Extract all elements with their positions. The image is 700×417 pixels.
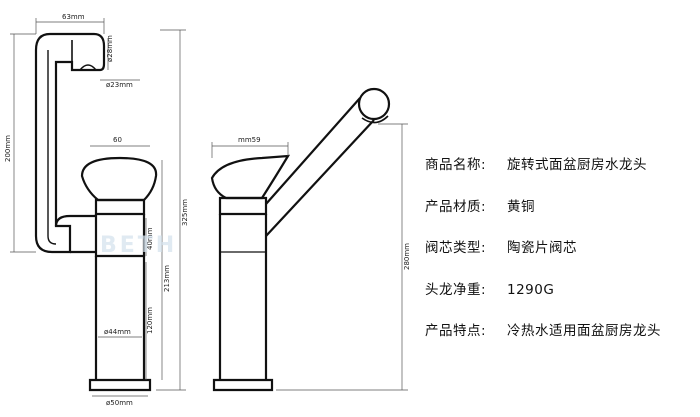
spout-inner-line [47, 50, 57, 245]
watermark: BETH [100, 233, 177, 258]
dim-overall-height: 325mm [181, 199, 189, 226]
spec-row-weight: 头龙净重: 1290G [425, 278, 554, 298]
dim-spout-length: 63mm [62, 13, 85, 21]
spec-row-name: 商品名称: 旋转式面盆厨房水龙头 [425, 153, 647, 173]
dim-handle-width: 60 [113, 136, 122, 144]
body-upper [94, 214, 146, 258]
handle-outline [80, 156, 158, 202]
dim-base-diameter: ø50mm [106, 399, 133, 407]
spec-value: 1290G [507, 282, 555, 298]
dim-handle-height: 40mm [146, 227, 154, 250]
dim-pipe-diameter: ø23mm [106, 81, 133, 89]
spec-row-feature: 产品特点: 冷热水适用面盆厨房龙头 [425, 319, 661, 339]
dim-body-height: 213mm [163, 265, 171, 292]
spec-row-valve: 阀芯类型: 陶瓷片阀芯 [425, 236, 577, 256]
spec-label: 产品材质: [425, 199, 487, 215]
spout-outline [34, 32, 106, 254]
side-base [212, 378, 274, 392]
side-spout-tip [361, 115, 389, 124]
spec-label: 产品特点: [425, 323, 487, 339]
base [88, 378, 152, 392]
dim-total-height-left: 200mm [4, 135, 12, 162]
spec-value: 冷热水适用面盆厨房龙头 [507, 323, 661, 339]
dim-body-diameter: ø44mm [104, 328, 131, 336]
dim-outlet-diameter: ø28mm [106, 35, 114, 62]
spec-label: 商品名称: [425, 157, 487, 173]
side-dim-lines [211, 123, 408, 391]
front-dim-lines [10, 18, 186, 397]
side-body-collar [218, 196, 268, 216]
dim-spout-height-side: 280mm [403, 243, 411, 270]
spec-label: 阀芯类型: [425, 240, 487, 256]
spout-outlet [71, 40, 97, 71]
side-handle [210, 154, 291, 200]
body-lower [94, 256, 146, 380]
spec-label: 头龙净重: [425, 282, 487, 298]
dim-lower-body-height: 120mm [146, 307, 154, 334]
body-collar [94, 198, 146, 216]
side-spout-head [357, 87, 391, 121]
spec-row-material: 产品材质: 黄铜 [425, 195, 535, 215]
dim-handle-top-width: mm59 [238, 136, 261, 144]
side-body [218, 214, 268, 380]
spec-value: 旋转式面盆厨房水龙头 [507, 157, 647, 173]
side-view [210, 87, 391, 392]
spec-value: 陶瓷片阀芯 [507, 240, 577, 256]
spec-value: 黄铜 [507, 199, 535, 215]
spout-connector [54, 214, 96, 254]
side-spout [265, 97, 375, 237]
front-view [34, 32, 158, 392]
